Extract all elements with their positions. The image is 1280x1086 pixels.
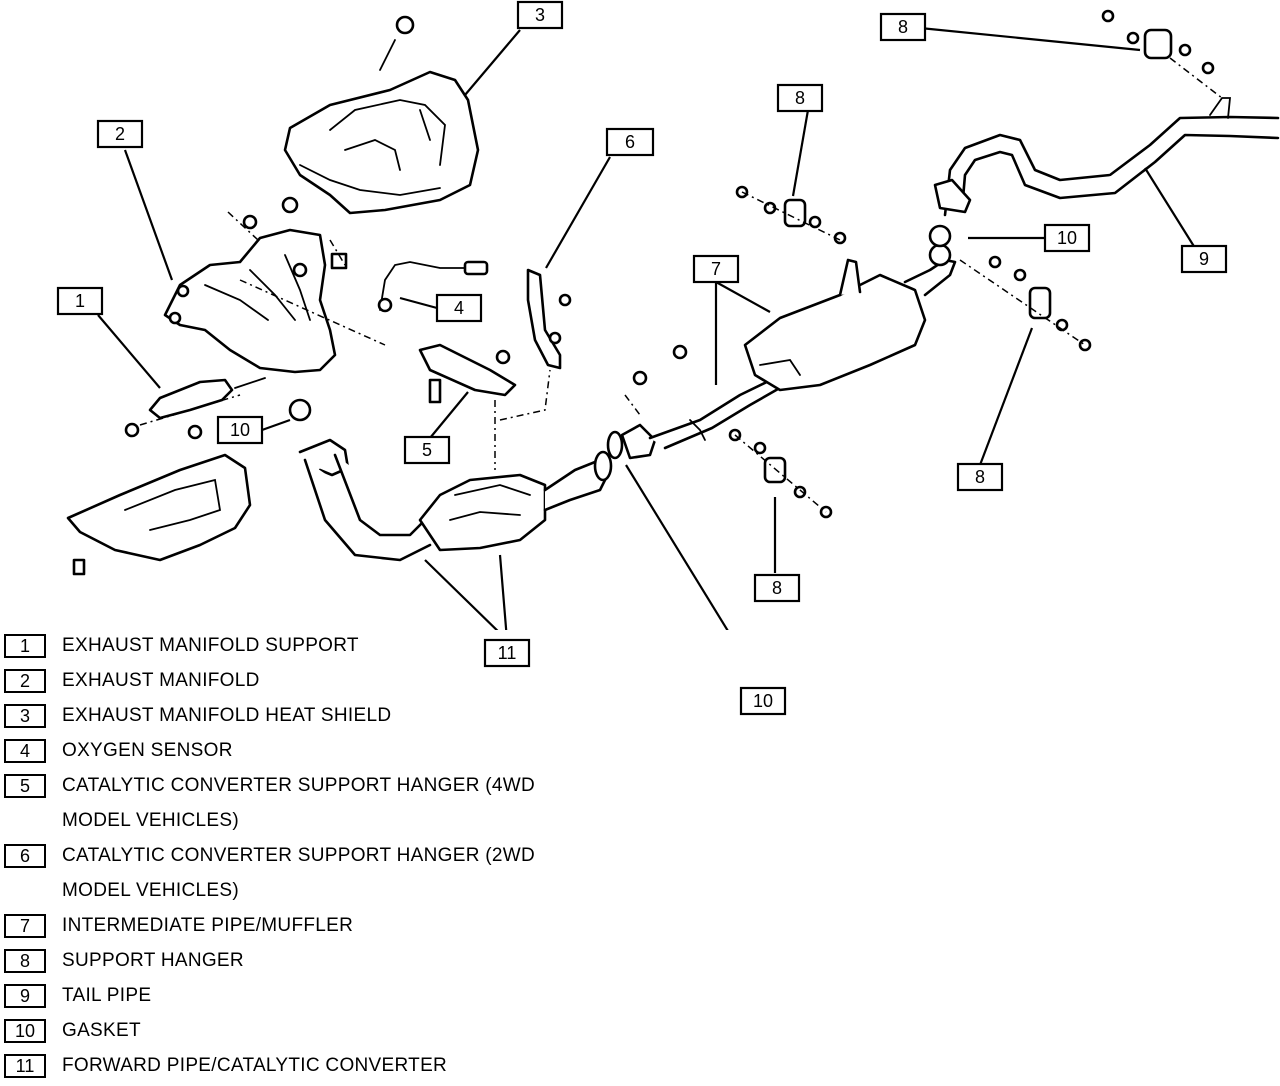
legend-item-7: 7 INTERMEDIATE PIPE/MUFFLER [4,914,622,943]
callout-8-c: 8 [956,462,1004,492]
catalytic-converter-support-hanger-4wd [418,343,517,404]
callout-8-a: 8 [776,83,824,113]
svg-text:1: 1 [75,291,85,311]
callout-10-c: 10 [739,686,787,716]
callout-3: 3 [516,0,564,30]
lower-callouts: 11 10 [483,638,787,716]
legend-label: FORWARD PIPE/CATALYTIC CONVERTER [62,1055,448,1076]
callout-6: 6 [605,127,655,157]
svg-text:11: 11 [498,643,517,663]
callout-11: 11 [483,638,531,668]
legend-item-1: 1 EXHAUST MANIFOLD SUPPORT [4,634,622,663]
legend-item-6: 6 CATALYTIC CONVERTER SUPPORT HANGER (2W… [4,844,622,908]
legend-number: 3 [4,704,46,728]
legend-item-5: 5 CATALYTIC CONVERTER SUPPORT HANGER (4W… [4,774,622,838]
svg-text:10: 10 [230,420,250,440]
exhaust-manifold-support [124,377,266,440]
legend-item-8: 8 SUPPORT HANGER [4,949,622,978]
svg-text:5: 5 [422,440,432,460]
legend-number: 8 [4,949,46,973]
callout-8-b: 8 [879,12,927,42]
svg-text:6: 6 [625,132,635,152]
svg-text:8: 8 [975,467,985,487]
legend-number: 7 [4,914,46,938]
legend-item-10: 10 GASKET [4,1019,622,1048]
legend-label: EXHAUST MANIFOLD HEAT SHIELD [62,705,392,726]
legend-item-3: 3 EXHAUST MANIFOLD HEAT SHIELD [4,704,622,733]
legend-label: INTERMEDIATE PIPE/MUFFLER [62,915,354,936]
support-hanger-parts [728,9,1223,519]
legend-item-11: 11 FORWARD PIPE/CATALYTIC CONVERTER [4,1054,622,1083]
svg-text:8: 8 [898,17,908,37]
svg-text:3: 3 [535,5,545,25]
callout-5: 5 [403,435,451,465]
legend-number: 9 [4,984,46,1008]
intermediate-pipe-muffler [624,224,957,450]
legend-label: CATALYTIC CONVERTER SUPPORT HANGER (2WD … [62,845,536,901]
catalytic-converter-support-hanger-2wd [526,268,572,370]
tail-pipe [933,97,1280,217]
legend-item-4: 4 OXYGEN SENSOR [4,739,622,768]
legend-label: GASKET [62,1020,141,1041]
callout-10-b: 10 [216,415,264,445]
legend-number: 11 [4,1054,46,1078]
callout-4: 4 [435,293,483,323]
svg-text:4: 4 [454,298,464,318]
legend-number: 6 [4,844,46,868]
legend-label: OXYGEN SENSOR [62,740,233,761]
svg-text:10: 10 [753,691,773,711]
callout-1: 1 [56,286,104,316]
legend-number: 4 [4,739,46,763]
svg-text:2: 2 [115,124,125,144]
callout-8-d: 8 [753,573,801,603]
forward-pipe-catalytic-converter [288,398,613,562]
legend-label: TAIL PIPE [62,985,152,1006]
exhaust-manifold [163,211,386,374]
svg-text:8: 8 [795,88,805,108]
callout-7: 7 [692,254,740,284]
oxygen-sensor [377,260,489,313]
callout-9: 9 [1180,244,1228,274]
leader-lines [97,26,1196,630]
legend-number: 1 [4,634,46,658]
callout-2: 2 [96,119,144,149]
legend-number: 10 [4,1019,46,1043]
flange-gasket [606,423,657,460]
svg-text:10: 10 [1057,228,1077,248]
exhaust-manifold-heat-shield [281,15,480,215]
svg-text:9: 9 [1199,249,1209,269]
legend-item-9: 9 TAIL PIPE [4,984,622,1013]
legend-label: EXHAUST MANIFOLD SUPPORT [62,635,359,656]
lower-heat-shield [66,453,252,576]
legend-number: 5 [4,774,46,798]
svg-text:7: 7 [711,259,721,279]
exhaust-system-diagram: 3 2 6 8 8 7 10 9 1 4 10 5 8 8 [56,0,1280,630]
legend-label: EXHAUST MANIFOLD [62,670,260,691]
legend-number: 2 [4,669,46,693]
legend-item-2: 2 EXHAUST MANIFOLD [4,669,622,698]
legend-label: CATALYTIC CONVERTER SUPPORT HANGER (4WD … [62,775,536,831]
svg-text:8: 8 [772,578,782,598]
legend-label: SUPPORT HANGER [62,950,244,971]
callout-10-a: 10 [1043,223,1091,253]
